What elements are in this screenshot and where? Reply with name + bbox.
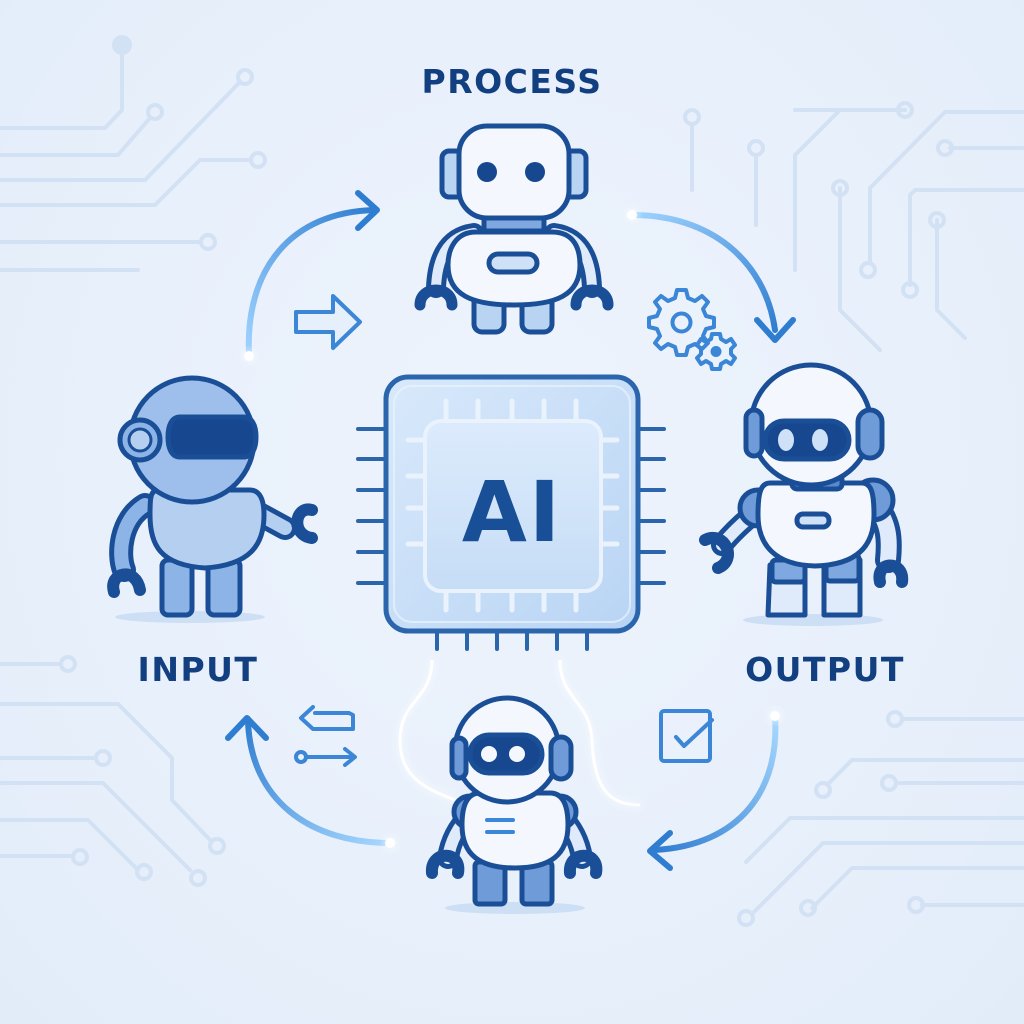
arrow-bottom-to-input xyxy=(225,715,395,848)
process-label: PROCESS xyxy=(421,62,603,101)
checkbox-checked-icon xyxy=(659,709,714,763)
arrow-process-to-output xyxy=(627,210,796,343)
gears-icon xyxy=(647,288,737,371)
input-label: INPUT xyxy=(137,650,259,689)
right-arrow-outline-icon xyxy=(294,294,362,350)
arrow-output-to-bottom xyxy=(647,711,780,871)
chip-to-bottom-wires xyxy=(398,659,641,807)
arrow-input-to-process xyxy=(244,190,380,361)
swap-arrows-icon xyxy=(294,705,357,767)
output-label: OUTPUT xyxy=(745,650,905,689)
chip-label: AI xyxy=(461,463,563,561)
